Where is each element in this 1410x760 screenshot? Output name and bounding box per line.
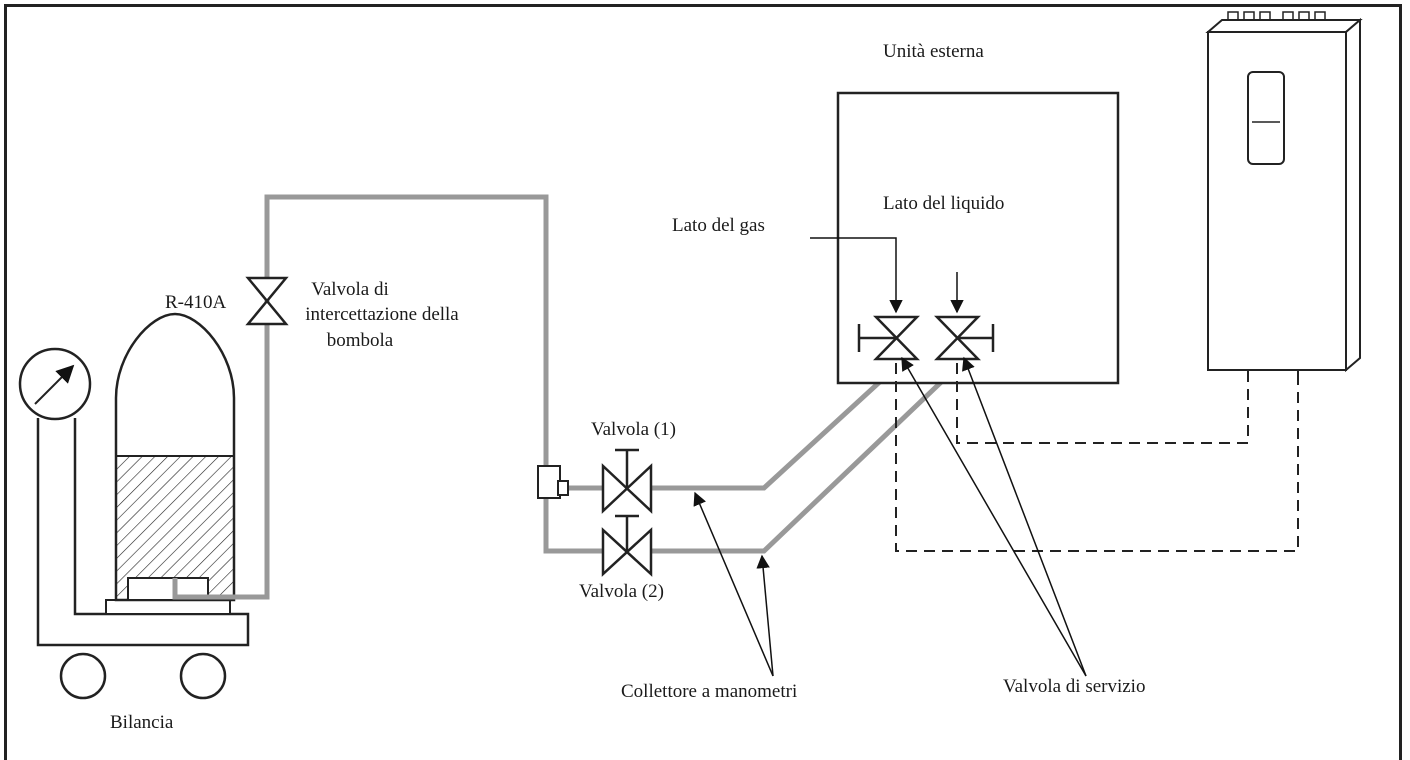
label-outdoor-unit: Unità esterna	[883, 41, 984, 62]
gas-side-valve-icon	[857, 315, 920, 361]
charging-hoses	[172, 194, 959, 600]
wheel-right	[179, 652, 227, 700]
refrigerant-lines-dashed	[895, 363, 1299, 552]
indoor-unit	[1205, 11, 1363, 376]
label-gas-side: Lato del gas	[672, 215, 765, 236]
label-service-valve: Valvola di servizio	[1003, 676, 1145, 697]
label-refrigerant: R-410A	[165, 292, 227, 313]
cart-frame	[36, 418, 250, 647]
pointer-arrows	[693, 356, 1087, 677]
outdoor-unit	[810, 91, 1120, 385]
scale-platform	[105, 599, 231, 615]
control-panel-display	[1247, 71, 1285, 165]
wheel-left	[59, 652, 107, 700]
diagram-frame	[4, 4, 1402, 760]
label-cylinder-valve-1: Valvola di	[311, 279, 389, 300]
label-cylinder-valve-3: bombola	[327, 330, 394, 351]
scale-cart	[18, 347, 250, 700]
refrigerant-cylinder	[114, 312, 236, 602]
label-liquid-side: Lato del liquido	[883, 193, 1004, 214]
tee-fitting	[537, 465, 569, 499]
label-valve-1: Valvola (1)	[591, 419, 676, 440]
valve-1-icon	[601, 448, 653, 514]
label-scale: Bilancia	[110, 712, 174, 733]
label-valve-2: Valvola (2)	[579, 581, 664, 602]
label-cylinder-valve-2: intercettazione della	[305, 304, 459, 325]
liquid-side-valve-icon	[934, 315, 995, 361]
label-manifold: Collettore a manometri	[621, 681, 797, 702]
cylinder-valve-icon	[245, 276, 289, 326]
valve-2-icon	[601, 514, 653, 577]
